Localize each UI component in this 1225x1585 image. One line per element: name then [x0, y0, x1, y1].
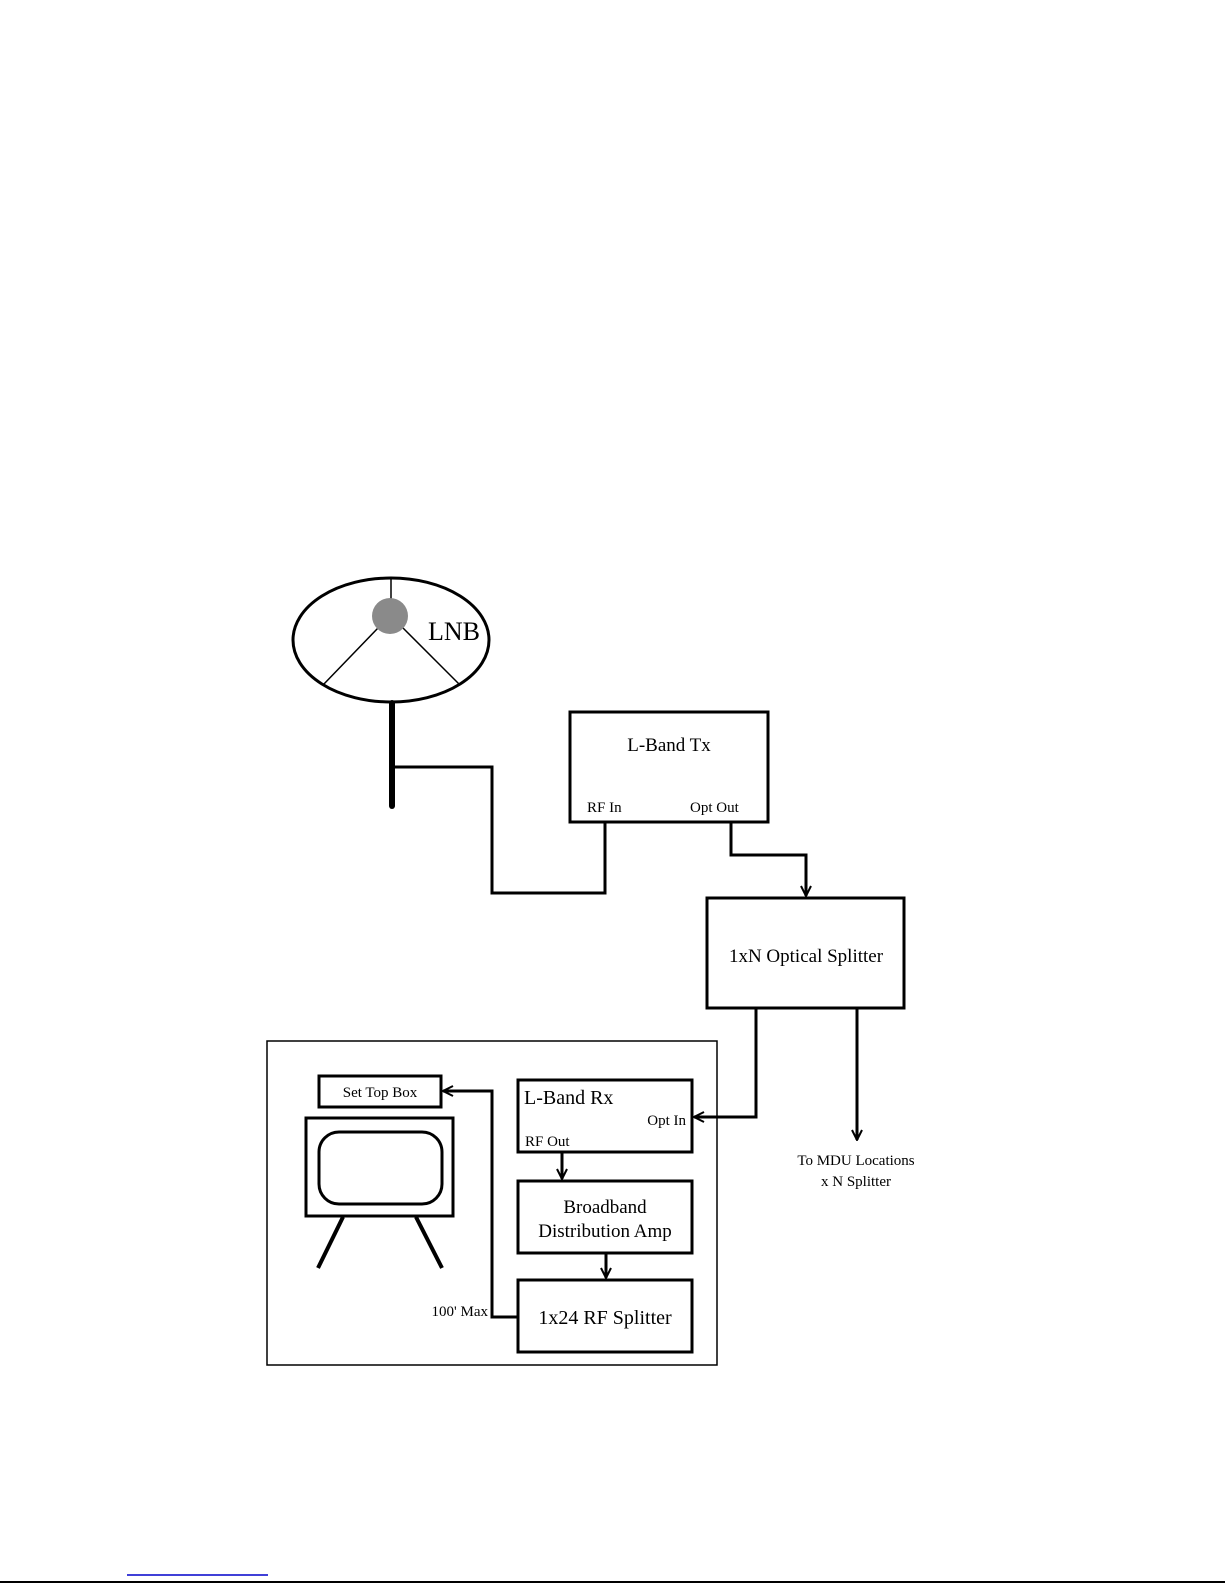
- rx-opt-in: Opt In: [647, 1113, 686, 1129]
- max-length-label: 100' Max: [432, 1304, 489, 1320]
- optical-splitter-label: 1xN Optical Splitter: [729, 946, 884, 967]
- tx-title: L-Band Tx: [627, 735, 711, 756]
- satellite-dish: LNB: [293, 578, 489, 806]
- rx-title: L-Band Rx: [524, 1087, 613, 1109]
- mdu-note-line1: To MDU Locations: [797, 1153, 914, 1169]
- rx-rf-out: RF Out: [525, 1134, 570, 1150]
- optical-splitter: 1xN Optical Splitter: [707, 898, 904, 1008]
- fiber-splitter-to-rx: [694, 1008, 756, 1117]
- l-band-rx: L-Band Rx Opt In RF Out: [518, 1080, 692, 1152]
- rf-splitter-label: 1x24 RF Splitter: [538, 1307, 672, 1329]
- set-top-box-label: Set Top Box: [343, 1085, 418, 1101]
- rf-splitter: 1x24 RF Splitter: [518, 1280, 692, 1352]
- lnb-circle: [372, 598, 408, 634]
- tx-rf-in: RF In: [587, 800, 622, 816]
- mdu-enclosure: Set Top Box L-Band Rx Opt In RF Out Broa…: [267, 1041, 717, 1365]
- tv-icon: [306, 1118, 453, 1268]
- amp-line1: Broadband: [563, 1197, 647, 1218]
- fiber-tx-to-splitter: [731, 822, 806, 896]
- l-band-tx: L-Band Tx RF In Opt Out: [570, 712, 768, 822]
- distribution-amp: Broadband Distribution Amp: [518, 1181, 692, 1253]
- tx-opt-out: Opt Out: [690, 800, 740, 816]
- lnb-label: LNB: [428, 617, 480, 646]
- mdu-note-line2: x N Splitter: [821, 1174, 891, 1190]
- amp-line2: Distribution Amp: [538, 1221, 672, 1242]
- set-top-box: Set Top Box: [319, 1076, 441, 1107]
